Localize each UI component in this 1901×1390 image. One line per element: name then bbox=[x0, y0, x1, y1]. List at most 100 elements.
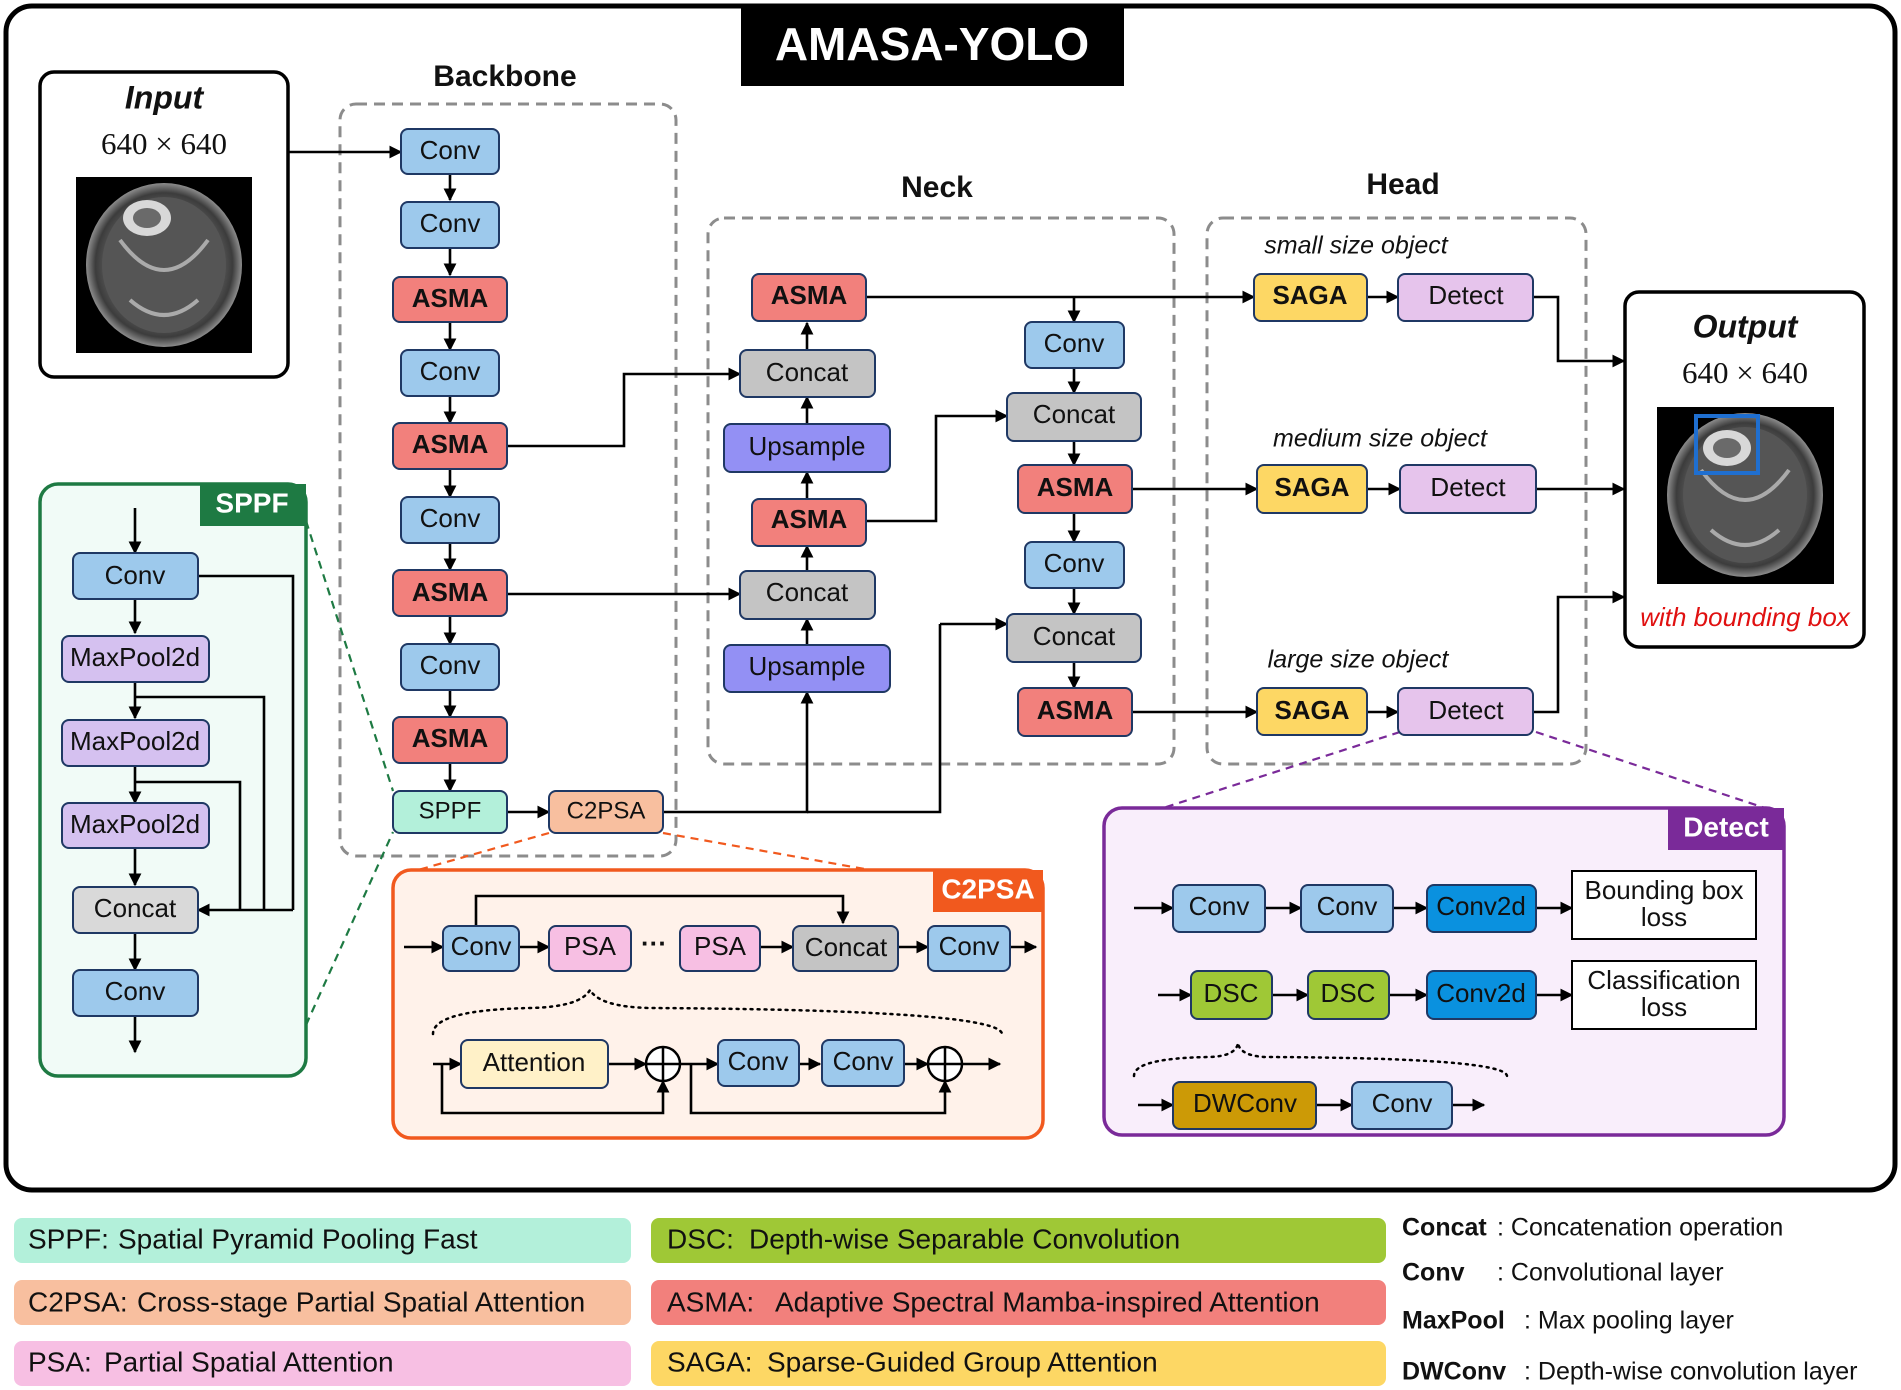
c2psa-ellipsis: ··· bbox=[641, 928, 667, 958]
c2psa-callout-line bbox=[417, 831, 871, 872]
legend-c2psa bbox=[14, 1280, 631, 1325]
head-detect-medium-label: Detect bbox=[1430, 472, 1506, 502]
head-detect-large-label: Detect bbox=[1428, 695, 1504, 725]
legend-maxpool-text: : Max pooling layer bbox=[1524, 1307, 1734, 1335]
legend-saga-abbr: SAGA: bbox=[667, 1346, 753, 1377]
c2psa-conv-b1-label: Conv bbox=[728, 1046, 789, 1076]
neck-right-concat-bottom-label: Concat bbox=[1033, 621, 1116, 651]
backbone-conv-4 bbox=[400, 496, 500, 544]
detect-conv-3-label: Conv bbox=[1372, 1088, 1433, 1118]
detect-bbox-loss bbox=[1571, 870, 1757, 940]
sppf-maxpool-2-label: MaxPool2d bbox=[70, 726, 200, 756]
legend-c2psa-text: Cross-stage Partial Spatial Attention bbox=[137, 1286, 585, 1317]
head-blocks: small size object SAGA Detect medium siz… bbox=[1253, 232, 1537, 736]
neck-left-concat-top bbox=[739, 349, 876, 398]
detect-callout-line bbox=[1162, 730, 1766, 810]
detect-panel-title: Detect bbox=[1683, 811, 1769, 842]
detect-dsc-2 bbox=[1307, 970, 1390, 1020]
backbone-conv-3 bbox=[400, 349, 500, 397]
backbone-asma-2 bbox=[392, 422, 508, 470]
legend-psa-text: Partial Spatial Attention bbox=[104, 1346, 394, 1377]
input-size: 640 × 640 bbox=[101, 126, 227, 161]
output-caption: with bounding box bbox=[1640, 602, 1851, 632]
neck-right-conv-top bbox=[1024, 321, 1125, 369]
neck-right-conv-bottom bbox=[1024, 541, 1125, 589]
c2psa-conv-b1 bbox=[717, 1039, 800, 1087]
neck-left-concat-top-label: Concat bbox=[766, 357, 849, 387]
detect-expand-brace bbox=[1132, 1042, 1509, 1078]
sppf-maxpool-1 bbox=[61, 635, 210, 683]
sppf-concat-label: Concat bbox=[94, 893, 177, 923]
c2psa-panel: C2PSA ··· Conv PSA PSA Concat Conv Atten… bbox=[391, 868, 1045, 1140]
head-caption-large: large size object bbox=[1268, 646, 1450, 674]
neck-right-conv-bottom-label: Conv bbox=[1044, 548, 1105, 578]
sppf-conv-top bbox=[72, 552, 199, 600]
head-detect-small bbox=[1397, 273, 1534, 322]
output-title: Output bbox=[1693, 308, 1799, 344]
legend-sppf-text: Spatial Pyramid Pooling Fast bbox=[118, 1223, 478, 1254]
detect-conv2d-1-label: Conv2d bbox=[1436, 891, 1526, 921]
backbone-asma-2-label: ASMA bbox=[412, 429, 489, 459]
detect-conv-1 bbox=[1172, 884, 1266, 933]
head-saga-medium-label: SAGA bbox=[1274, 472, 1349, 502]
detect-panel: Detect Conv Conv Conv2d Bounding box los… bbox=[1102, 806, 1786, 1137]
legend-c2psa-abbr: C2PSA: bbox=[28, 1286, 128, 1317]
neck-left-asma-mid bbox=[751, 498, 867, 547]
output-mri-image bbox=[1657, 407, 1834, 584]
neck-left-asma-top-label: ASMA bbox=[771, 280, 848, 310]
sppf-maxpool-3-label: MaxPool2d bbox=[70, 809, 200, 839]
head-label: Head bbox=[1366, 168, 1439, 201]
detect-bbox-loss-line2: loss bbox=[1641, 902, 1687, 932]
neck-left-upsample-top bbox=[723, 423, 891, 473]
sppf-conv-bottom-label: Conv bbox=[105, 976, 166, 1006]
legend-sppf-abbr: SPPF: bbox=[28, 1223, 109, 1254]
backbone-asma-4 bbox=[392, 716, 508, 764]
head-saga-small-label: SAGA bbox=[1272, 280, 1347, 310]
c2psa-add-1-icon bbox=[644, 1045, 682, 1083]
head-detect-large bbox=[1397, 687, 1534, 736]
c2psa-conv-out bbox=[927, 925, 1011, 972]
c2psa-psa-2 bbox=[679, 925, 761, 972]
sppf-maxpool-1-label: MaxPool2d bbox=[70, 642, 200, 672]
legend-sppf bbox=[14, 1218, 631, 1263]
c2psa-add-2-icon bbox=[926, 1045, 964, 1083]
head-saga-large-label: SAGA bbox=[1274, 695, 1349, 725]
neck-right-concat-top-label: Concat bbox=[1033, 399, 1116, 429]
backbone-c2psa-label: C2PSA bbox=[567, 797, 646, 824]
output-size: 640 × 640 bbox=[1682, 355, 1808, 390]
neck-right-asma-bottom-label: ASMA bbox=[1037, 695, 1114, 725]
backbone-conv-2-label: Conv bbox=[420, 208, 481, 238]
neck-left-asma-top bbox=[751, 273, 867, 322]
bounding-box bbox=[1694, 414, 1760, 475]
neck-right-concat-top bbox=[1006, 392, 1142, 442]
legend-concat-term: Concat bbox=[1402, 1214, 1487, 1242]
detect-conv-3 bbox=[1351, 1081, 1453, 1130]
legend-asma-abbr: ASMA: bbox=[667, 1286, 754, 1317]
legend-saga-text: Sparse-Guided Group Attention bbox=[767, 1346, 1158, 1377]
backbone-blocks: Conv Conv ASMA Conv ASMA Conv ASMA Conv … bbox=[392, 128, 664, 834]
title-banner bbox=[741, 8, 1124, 86]
legend: SPPF: Spatial Pyramid Pooling Fast C2PSA… bbox=[14, 1214, 1858, 1386]
c2psa-conv-in bbox=[442, 925, 520, 972]
detect-dsc-2-label: DSC bbox=[1321, 978, 1376, 1008]
connectors bbox=[288, 145, 1626, 819]
detect-dwconv bbox=[1172, 1081, 1317, 1130]
legend-dwconv-text: : Depth-wise convolution layer bbox=[1524, 1358, 1858, 1386]
sppf-title: SPPF bbox=[215, 487, 288, 518]
detect-cls-loss-line2: loss bbox=[1641, 992, 1687, 1022]
legend-conv-text: : Convolutional layer bbox=[1497, 1259, 1724, 1287]
backbone-sppf-label: SPPF bbox=[419, 797, 482, 824]
sppf-conv-top-label: Conv bbox=[105, 560, 166, 590]
backbone-conv-2 bbox=[400, 201, 500, 249]
detect-cls-loss bbox=[1571, 960, 1757, 1030]
backbone-asma-3-label: ASMA bbox=[412, 577, 489, 607]
neck-left-concat-mid-label: Concat bbox=[766, 577, 849, 607]
backbone-sppf bbox=[392, 790, 508, 834]
legend-saga bbox=[651, 1341, 1386, 1386]
sppf-concat bbox=[72, 886, 199, 934]
backbone-conv-5-label: Conv bbox=[420, 650, 481, 680]
neck-left-upsample-bottom-label: Upsample bbox=[748, 651, 865, 681]
detect-bbox-loss-line1: Bounding box bbox=[1584, 875, 1743, 905]
c2psa-concat-label: Concat bbox=[805, 932, 888, 962]
head-saga-medium bbox=[1256, 464, 1368, 514]
